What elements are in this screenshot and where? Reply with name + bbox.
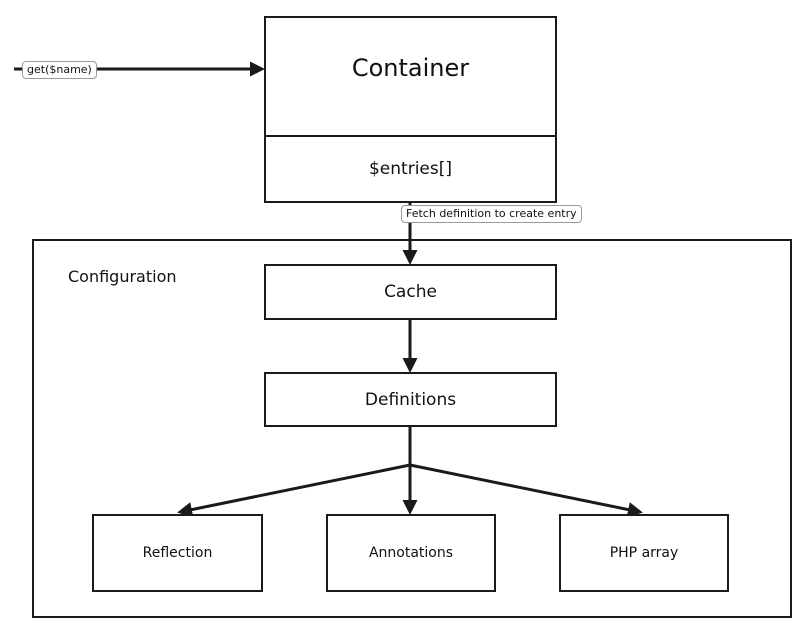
annotations-box: Annotations — [326, 514, 496, 592]
fetch-definition-note: Fetch definition to create entry — [401, 205, 582, 223]
cache-box: Cache — [264, 264, 557, 320]
arrow-definitions-to-php-array — [409, 463, 643, 517]
configuration-group — [32, 239, 792, 618]
entries-box: $entries[] — [264, 135, 557, 203]
php-array-box: PHP array — [559, 514, 729, 592]
arrow-definitions-to-reflection — [177, 463, 411, 517]
container-title: Container — [351, 54, 470, 82]
definitions-box: Definitions — [264, 372, 557, 427]
annotations-label: Annotations — [368, 545, 454, 561]
configuration-title: Configuration — [68, 267, 177, 286]
reflection-label: Reflection — [142, 545, 213, 561]
definitions-label: Definitions — [364, 389, 457, 410]
cache-label: Cache — [384, 282, 437, 302]
entries-label: $entries[] — [368, 159, 452, 179]
get-call-label: get($name) — [22, 61, 97, 79]
php-array-label: PHP array — [609, 545, 679, 561]
reflection-box: Reflection — [92, 514, 263, 592]
container-box: Container — [264, 16, 557, 137]
